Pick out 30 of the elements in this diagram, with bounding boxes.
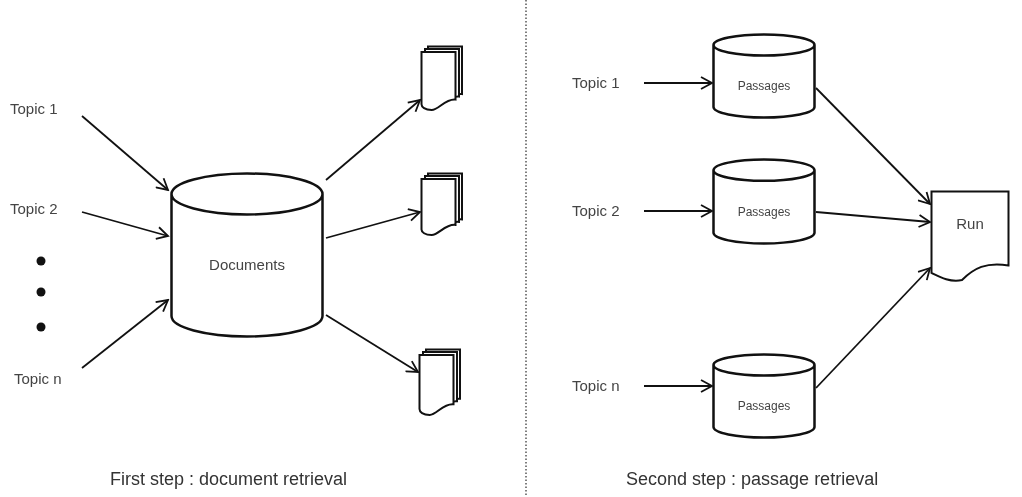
arrow [815, 87, 931, 205]
topic-label: Topic 2 [572, 200, 620, 222]
topic-label: Topic n [14, 368, 62, 390]
node-label: Passages [737, 398, 791, 415]
database-cylinder [712, 33, 816, 119]
arrow [643, 204, 713, 218]
arrow [81, 115, 169, 191]
topic-label: Topic 1 [10, 98, 58, 120]
topic-label: Topic 1 [572, 72, 620, 94]
node-label: Passages [737, 203, 791, 221]
database-cylinder [170, 172, 324, 338]
arrow [81, 299, 169, 369]
arrow [815, 211, 931, 228]
arrow [643, 76, 713, 90]
document-shape [930, 190, 1010, 282]
arrow [325, 208, 421, 239]
node-label: Run [956, 213, 984, 234]
database-cylinder [712, 158, 816, 245]
arrow [643, 379, 713, 393]
arrow [815, 267, 931, 389]
arrow [325, 314, 419, 373]
database-cylinder [712, 353, 816, 439]
step-caption: Second step : passage retrieval [626, 468, 879, 491]
step-caption: First step : document retrieval [110, 468, 348, 491]
topic-label: Topic n [572, 375, 620, 397]
node-label: Passages [737, 78, 791, 95]
topic-label: Topic 2 [10, 198, 58, 220]
arrow [81, 211, 169, 240]
arrow [325, 99, 421, 181]
node-label: Documents [209, 254, 285, 275]
